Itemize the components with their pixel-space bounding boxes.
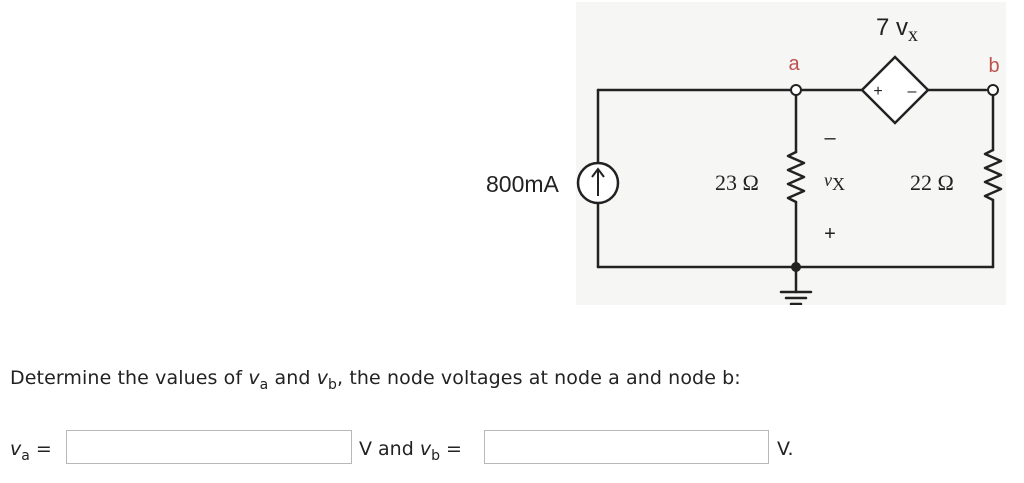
circuit-diagram: + – 800mA 23 Ω 22 Ω a b 7 vx vX – + [478,0,1008,305]
node-b-label: b [988,55,999,77]
question-middle: and [268,367,317,389]
dep-plus-sign: + [873,83,882,100]
resistor-22 [983,148,1003,202]
va-input[interactable] [66,430,352,464]
question-prefix: Determine the values of [10,367,249,389]
node-a-label: a [788,53,800,75]
va-answer-label: va = [10,438,52,464]
circuit-schematic: + – 800mA 23 Ω 22 Ω a b 7 vx vX – + [486,14,1003,305]
question-vb: vb [316,367,338,393]
current-source [576,161,620,205]
answer-row: va = V and vb = V. [10,428,1010,466]
vb-input[interactable] [484,430,769,464]
dep-minus-sign: – [908,83,917,100]
r2-label: 22 Ω [910,170,954,195]
resistor-23 [786,150,806,204]
ground-symbol [779,290,813,305]
source-label: 800mA [486,171,560,197]
dep-source-label: 7 vx [876,14,918,46]
question-text: Determine the values of va and vb, the n… [10,365,741,393]
r1-label: 23 Ω [715,170,759,195]
question-va: va [248,367,269,393]
dependent-voltage-source: + – [860,55,930,125]
vb-unit-label: V. [777,438,794,460]
node-a-terminal [790,84,802,96]
vx-plus-sign: + [824,223,836,245]
va-unit-and-label: V and vb = [359,438,462,464]
node-b-terminal [987,84,999,96]
question-suffix: , the node voltages at node a and node b… [337,367,741,389]
ground-junction [791,262,801,272]
vx-label: vX [824,170,845,194]
vx-minus-sign: – [824,127,836,149]
